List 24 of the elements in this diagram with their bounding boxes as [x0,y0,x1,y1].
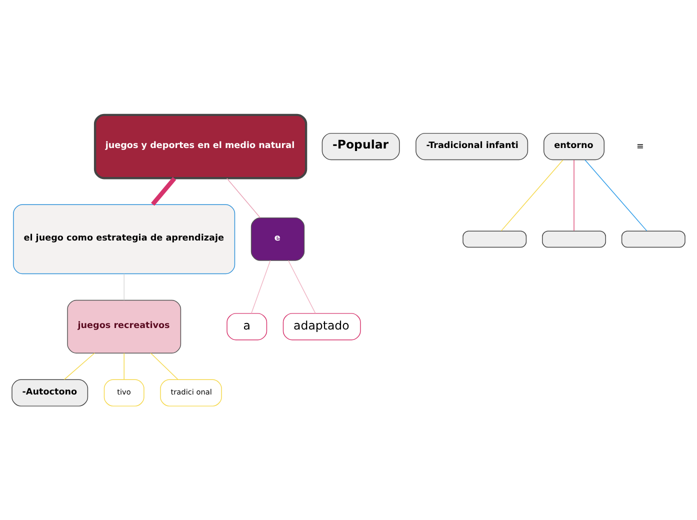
connector [151,176,176,206]
node-box [462,230,527,248]
node-box: entorno [544,132,605,160]
node-box: e [250,217,305,260]
connector [251,260,271,314]
node-box: adaptado [282,312,361,340]
node-box [542,230,606,248]
connector [584,159,648,231]
label: ≡ [636,141,644,152]
node-box: -Popular [322,132,400,160]
node-box: a [226,312,268,340]
node-box: juegos recreativos [67,299,182,353]
node-box [621,230,686,248]
connector [64,352,95,380]
node-box: -Tradicional infanti [416,132,528,160]
connector [226,178,261,218]
connector [150,352,178,380]
connector [288,260,316,314]
node-box: -Autoctono [12,378,88,406]
node-box: tivo [104,378,144,406]
connector [500,159,564,231]
node-box: juegos y deportes en el medio natural [94,113,308,179]
node-box: tradici onal [160,378,222,406]
node-box: el juego como estrategia de aprendizaje [13,204,236,274]
